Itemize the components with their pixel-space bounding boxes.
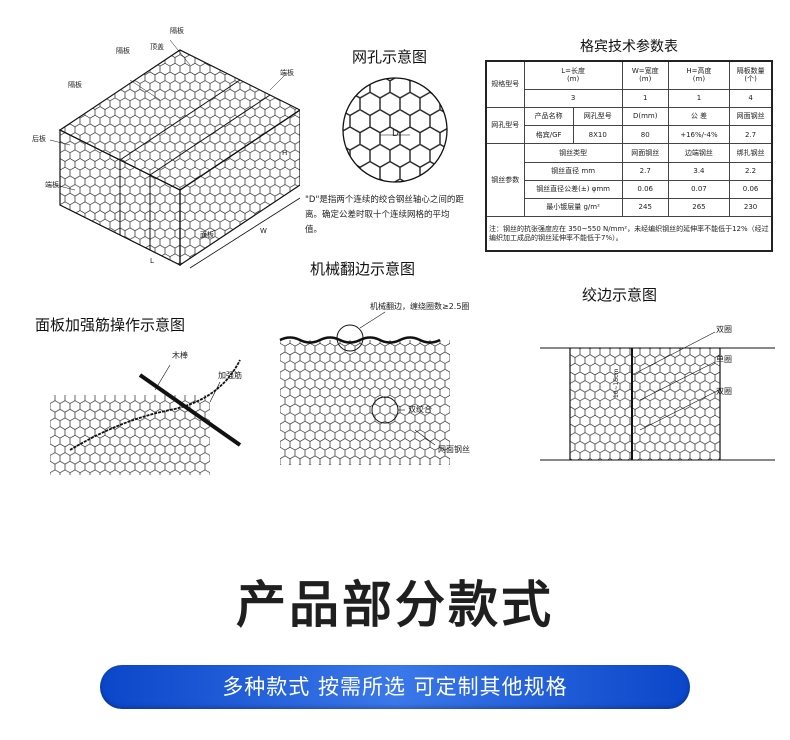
spec-cell: 2.7 (621, 161, 669, 181)
spec-cell: W=宽度 (m) (621, 60, 669, 90)
spec-cell: 钢丝类型 (523, 143, 623, 163)
spec-cell: 绑扎钢丝 (729, 143, 773, 163)
label-diaphragm-left: 隔板 (116, 47, 130, 55)
spec-cell: 网面钢丝 (729, 106, 773, 127)
technical-drawings-panel: 隔板 顶盖 隔板 端板 隔板 后板 端板 面板 H L W 网孔示意图 D "D… (32, 27, 775, 475)
spec-cell: 4 (729, 88, 773, 108)
label-double-ring-1: 双圈 (716, 325, 732, 334)
spec-cell: 0.06 (621, 179, 669, 199)
label-lid: 顶盖 (150, 43, 164, 51)
spec-cell: 规格型号 (485, 60, 525, 108)
label-mesh-wire: 网面钢丝 (438, 445, 470, 454)
label-dim-d: D (392, 129, 399, 139)
spec-cell: 8X10 (572, 125, 623, 145)
spec-cell: 钢丝直径公差(±) φmm (523, 179, 623, 199)
spec-cell: 0.07 (667, 179, 731, 199)
spec-cell: 格宾/GF (523, 125, 574, 145)
selvedge-diagram-title: 机械翻边示意图 (310, 260, 416, 278)
stiffener-drawing (50, 359, 242, 475)
spec-cell: 3 (523, 88, 623, 108)
spec-cell: 80 (621, 125, 669, 145)
spec-cell: 265 (667, 197, 731, 218)
label-double-ring-2: 双圈 (716, 387, 732, 396)
label-stiffener: 加强筋 (218, 371, 242, 380)
mesh-circle-drawing (342, 77, 448, 183)
spec-cell: 1 (667, 88, 731, 108)
label-single-ring: 单圈 (716, 355, 732, 364)
label-selvedge-top: 机械翻边，缠绕圈数≥2.5圈 (370, 302, 470, 311)
mesh-note: "D"是指两个连续的绞合钢丝轴心之间的距离。确定公差时取十个连续网格的平均值。 (305, 195, 464, 235)
spec-cell: 最小镀层量 g/m² (523, 197, 623, 218)
spec-cell: +16%/-4% (667, 125, 731, 145)
label-dim-l: L (150, 257, 154, 265)
spec-table: 规格型号 L=长度 (m) W=宽度 (m) H=高度 (m) 隔板数量 (个)… (485, 60, 773, 252)
spec-table-title: 格宾技术参数表 (580, 39, 678, 55)
label-dim-h: H (282, 149, 288, 157)
spec-cell: 钢丝参数 (485, 143, 525, 218)
label-diaphragm-top: 隔板 (170, 27, 184, 35)
spec-cell: 245 (621, 197, 669, 218)
label-end-panel-left: 端板 (45, 181, 59, 189)
spec-cell: 网面钢丝 (621, 143, 669, 163)
spec-cell: 网孔型号 (572, 106, 623, 127)
stiffener-diagram-title: 面板加强筋操作示意图 (35, 316, 186, 334)
spec-cell: 0.06 (729, 179, 773, 199)
label-twist-dim: 10~15cm (613, 368, 620, 398)
section-title: 产品部分款式 (236, 576, 554, 634)
spec-cell: 2.2 (729, 161, 773, 181)
selvedge-drawing (279, 311, 450, 465)
spec-cell: 边端钢丝 (667, 143, 731, 163)
mesh-diagram-title: 网孔示意图 (352, 48, 428, 66)
spec-cell: 1 (621, 88, 669, 108)
label-back-panel: 后板 (32, 135, 46, 143)
twist-diagram-title: 绞边示意图 (582, 286, 658, 304)
spec-cell: 钢丝直径 mm (523, 161, 623, 181)
spec-note: 注：钢丝的抗张强度应在 350~550 N/mm²，未经编织钢丝的延伸率不能低于… (485, 216, 773, 252)
spec-cell: 网孔型号 (485, 106, 525, 145)
label-wooden-rod: 木棒 (172, 351, 188, 360)
spec-cell: 230 (729, 197, 773, 218)
banner-text: 多种款式 按需所选 可定制其他规格 (222, 675, 568, 699)
label-base-panel: 面板 (200, 231, 214, 239)
label-diaphragm-left2: 隔板 (68, 81, 82, 89)
spec-cell: L=长度 (m) (523, 60, 623, 90)
label-end-panel-right: 端板 (280, 69, 294, 77)
spec-cell: 公 差 (667, 106, 731, 127)
spec-cell: H=高度 (m) (667, 60, 731, 90)
label-double-twist: 双绞合 (408, 405, 432, 414)
spec-cell: 3.4 (667, 161, 731, 181)
twist-drawing (540, 331, 775, 461)
spec-cell: D(mm) (621, 106, 669, 127)
spec-cell: 产品名称 (523, 106, 574, 127)
spec-cell: 隔板数量 (个) (729, 60, 773, 90)
label-dim-w: W (260, 227, 267, 235)
gabion-box-drawing (49, 39, 300, 269)
spec-cell: 2.7 (729, 125, 773, 145)
banner-pill: 多种款式 按需所选 可定制其他规格 (100, 665, 690, 709)
